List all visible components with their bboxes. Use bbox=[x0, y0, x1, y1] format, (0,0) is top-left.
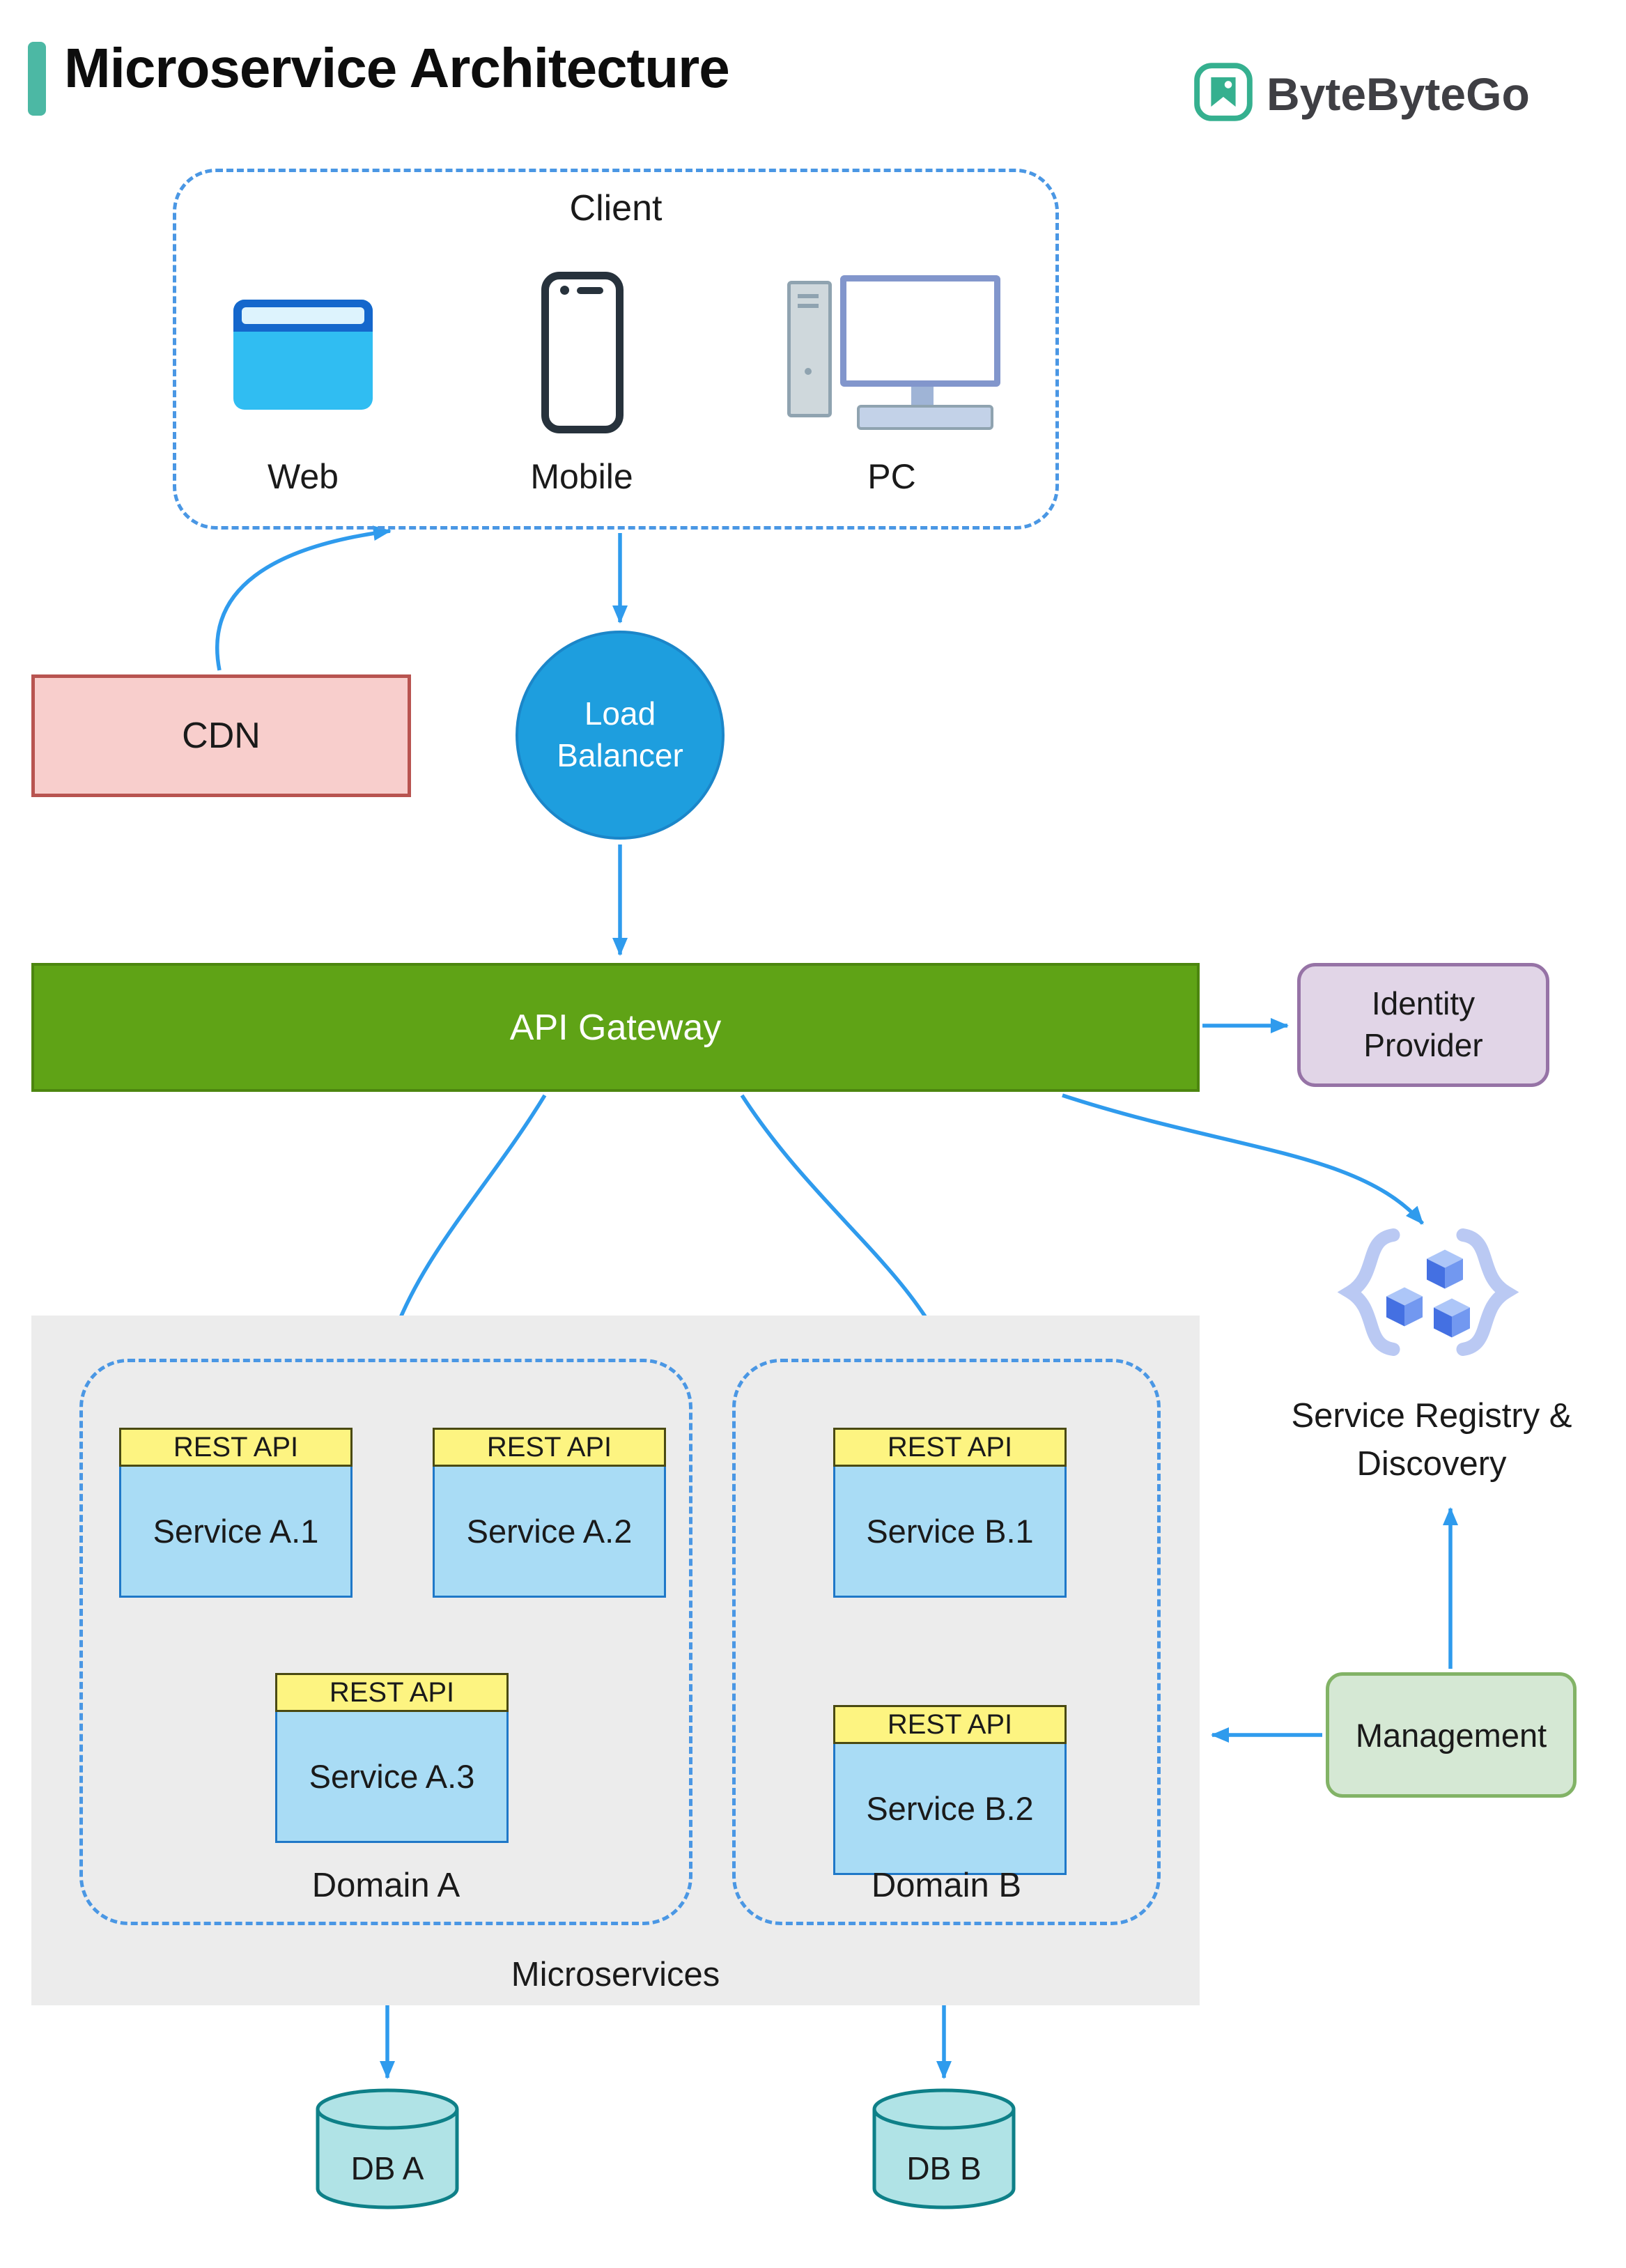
management-label: Management bbox=[1355, 1716, 1547, 1754]
device-label-pc: PC bbox=[867, 457, 916, 496]
brand-logo: ByteByteGo bbox=[1193, 61, 1530, 126]
api-gateway-node: API Gateway bbox=[31, 963, 1200, 1092]
phone-camera-dot bbox=[560, 286, 569, 295]
service-card-a2: REST API Service A.2 bbox=[433, 1428, 666, 1598]
service-name: Service B.2 bbox=[833, 1744, 1067, 1875]
load-balancer-node: Load Balancer bbox=[516, 631, 725, 840]
service-name: Service A.2 bbox=[433, 1467, 666, 1598]
rest-api-label: REST API bbox=[433, 1428, 666, 1467]
rest-api-label: REST API bbox=[275, 1673, 509, 1712]
rest-api-label: REST API bbox=[833, 1428, 1067, 1467]
database-cylinder-icon bbox=[872, 2088, 1016, 2209]
service-card-b2: REST API Service B.2 bbox=[833, 1705, 1067, 1875]
pc-monitor-stand bbox=[911, 387, 934, 405]
rest-api-label: REST API bbox=[833, 1705, 1067, 1744]
service-name: Service A.3 bbox=[275, 1712, 509, 1843]
microservices-container: Microservices REST API Service A.1 REST … bbox=[31, 1316, 1200, 2005]
title-accent-bar bbox=[28, 42, 46, 116]
device-label-mobile: Mobile bbox=[530, 457, 633, 496]
service-card-a1: REST API Service A.1 bbox=[119, 1428, 353, 1598]
service-name: Service A.1 bbox=[119, 1467, 353, 1598]
database-a-node: DB A bbox=[313, 2087, 461, 2211]
arrow-api-gateway-to-service-registry bbox=[1062, 1093, 1425, 1225]
service-card-b1: REST API Service B.1 bbox=[833, 1428, 1067, 1598]
service-registry-icon bbox=[1337, 1225, 1519, 1368]
database-a-label: DB A bbox=[350, 2150, 424, 2186]
browser-icon bbox=[233, 300, 373, 410]
phone-speaker-bar bbox=[577, 287, 603, 294]
cdn-node: CDN bbox=[31, 674, 411, 797]
pc-tower bbox=[787, 281, 832, 417]
database-cylinder-icon bbox=[316, 2088, 459, 2209]
client-group-label: Client bbox=[569, 188, 663, 229]
database-b-label: DB B bbox=[906, 2150, 982, 2186]
rest-api-label: REST API bbox=[119, 1428, 353, 1467]
identity-provider-label: Identity Provider bbox=[1363, 985, 1483, 1063]
pc-tower-slot bbox=[798, 304, 819, 308]
cdn-label: CDN bbox=[182, 716, 261, 756]
identity-provider-node: Identity Provider bbox=[1297, 963, 1549, 1087]
domain-b-box: REST API Service B.1 REST API Service B.… bbox=[732, 1359, 1161, 1925]
browser-address-bar bbox=[242, 307, 364, 324]
domain-b-label: Domain B bbox=[871, 1867, 1022, 1904]
api-gateway-label: API Gateway bbox=[509, 1007, 722, 1048]
microservices-label: Microservices bbox=[511, 1956, 720, 1993]
domain-a-label: Domain A bbox=[311, 1867, 460, 1904]
smartphone-icon bbox=[541, 272, 624, 433]
domain-a-box: REST API Service A.1 REST API Service A.… bbox=[79, 1359, 692, 1925]
pc-monitor bbox=[840, 275, 1000, 387]
arrow-api-gateway-to-domain-a bbox=[388, 1094, 547, 1346]
arrow-api-gateway-to-domain-b bbox=[740, 1094, 944, 1346]
client-group-box: Client Web Mobile PC bbox=[173, 169, 1059, 530]
arrow-cdn-to-client bbox=[215, 525, 392, 671]
load-balancer-label: Load Balancer bbox=[557, 695, 683, 773]
desktop-computer-icon bbox=[787, 275, 1003, 439]
brand-name: ByteByteGo bbox=[1267, 68, 1530, 120]
database-b-node: DB B bbox=[870, 2087, 1018, 2211]
service-registry-label: Service Registry & Discovery bbox=[1291, 1397, 1572, 1483]
management-node: Management bbox=[1326, 1672, 1577, 1798]
pc-tower-slot bbox=[798, 294, 819, 298]
bytebytego-icon bbox=[1193, 61, 1254, 126]
service-name: Service B.1 bbox=[833, 1467, 1067, 1598]
pc-keyboard bbox=[857, 405, 993, 430]
page-title: Microservice Architecture bbox=[64, 37, 730, 99]
service-card-a3: REST API Service A.3 bbox=[275, 1673, 509, 1843]
device-label-web: Web bbox=[268, 457, 339, 496]
pc-power-dot bbox=[805, 368, 812, 375]
